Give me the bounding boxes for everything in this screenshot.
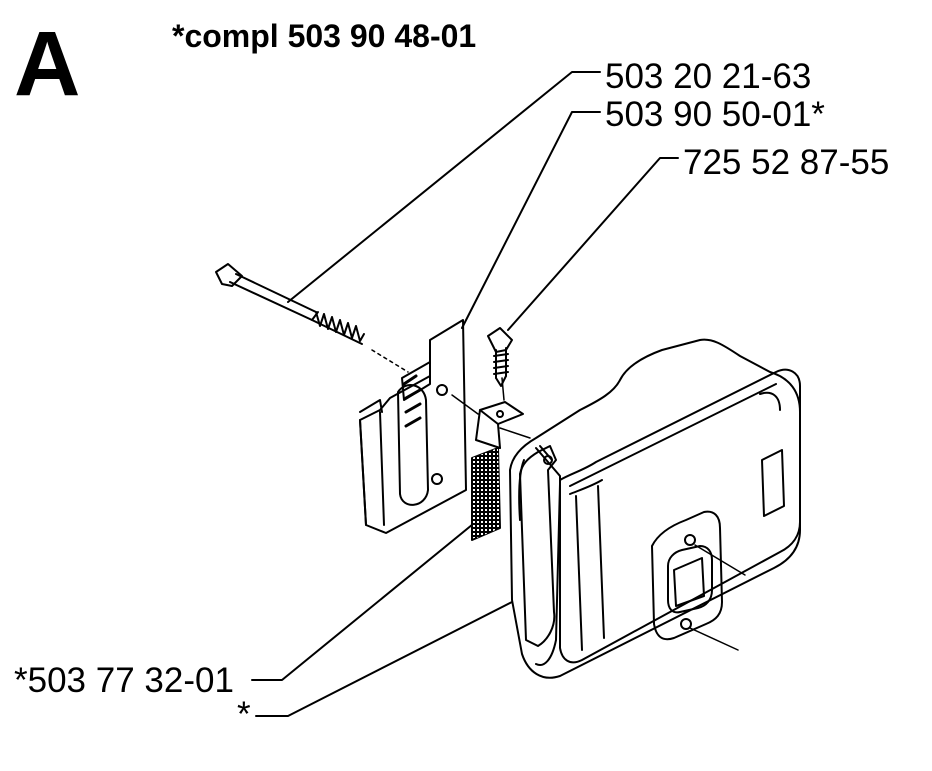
bracket-slot: [398, 385, 428, 505]
muffler: [510, 340, 800, 678]
bolt-thread: [316, 312, 364, 341]
leader-line-muffler: [256, 602, 512, 716]
assembly-part-number: *compl 503 90 48-01: [172, 18, 477, 54]
leader-line-screw: [508, 158, 678, 330]
section-letter: A: [14, 13, 81, 115]
part-label-spark-screen: *503 77 32-01: [14, 661, 234, 700]
bracket: [360, 320, 466, 533]
leader-line-bracket: [462, 112, 600, 328]
part-label-bracket: 503 90 50-01*: [605, 95, 825, 134]
part-label-bolt: 503 20 21-63: [605, 57, 812, 96]
bolt: [216, 264, 364, 344]
part-label-screw: 725 52 87-55: [683, 143, 890, 182]
muffler-outlet: [668, 546, 712, 612]
leader-lines: [252, 72, 745, 716]
screw: [488, 328, 512, 386]
leader-line-bolt: [288, 72, 600, 302]
leader-line-spark-screen: [252, 520, 478, 680]
part-label-muffler: *: [237, 695, 251, 734]
